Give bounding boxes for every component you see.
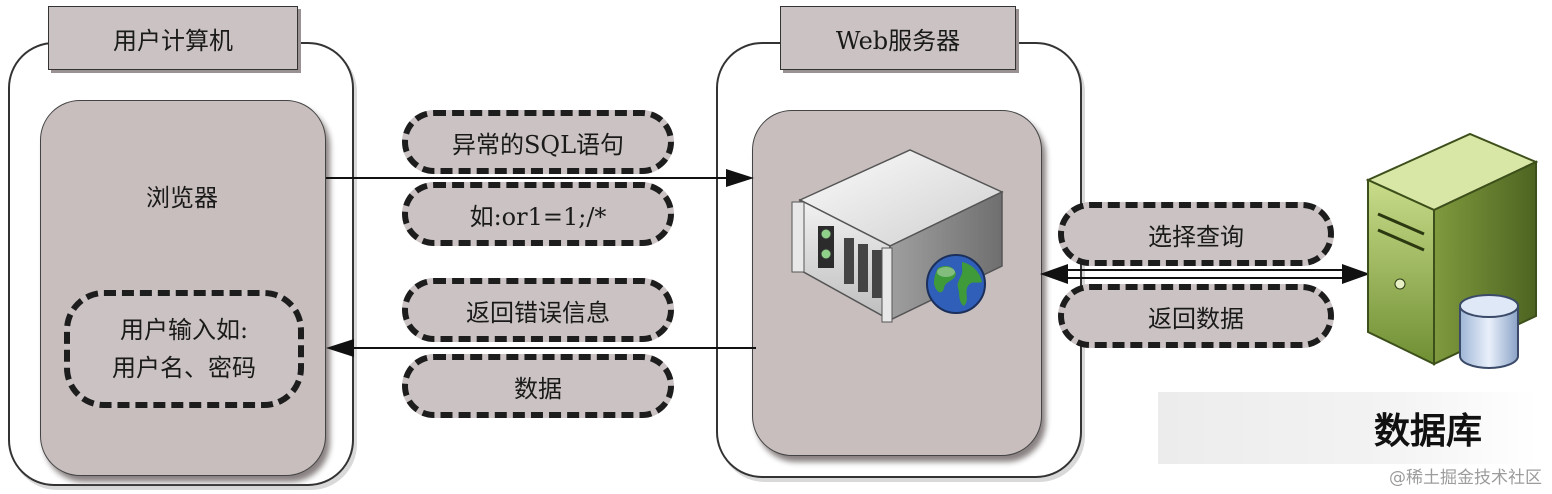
globe-icon: [926, 254, 986, 314]
sql-example-pill: 如:or1=1;/*: [402, 182, 674, 246]
watermark: @稀土掘金技术社区: [1389, 468, 1542, 488]
server-icon: [791, 149, 1004, 323]
response-arrow: [326, 339, 756, 357]
database-cylinder-icon: [1459, 294, 1519, 369]
user-input-line2: 用户名、密码: [112, 354, 256, 382]
return-data-pill: 返回数据: [1058, 284, 1334, 348]
user-input-pill: 用户输入如: 用户名、密码: [64, 290, 304, 408]
db-link-arrow: [1040, 264, 1370, 284]
select-query-pill: 选择查询: [1058, 202, 1334, 266]
web-server-title: Web服务器: [780, 6, 1016, 70]
data-pill: 数据: [402, 354, 674, 418]
request-arrow: [326, 169, 754, 187]
abnormal-sql-pill: 异常的SQL语句: [402, 110, 674, 174]
database-label: 数据库: [1158, 392, 1538, 464]
return-error-pill: 返回错误信息: [402, 278, 674, 342]
browser-label: 浏览器: [146, 184, 218, 212]
user-computer-title: 用户计算机: [48, 6, 298, 70]
user-input-line1: 用户输入如:: [119, 316, 249, 344]
browser-panel: [40, 100, 326, 476]
